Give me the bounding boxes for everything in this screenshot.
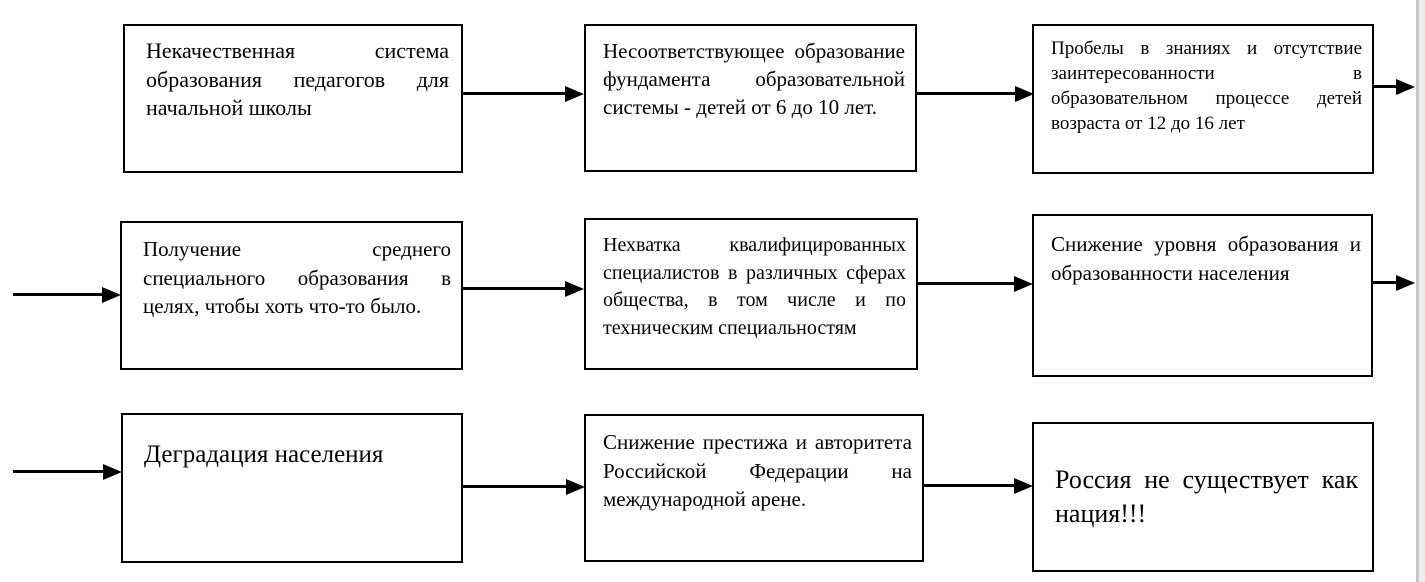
arrow-right-icon-r2c2-to-r2c3 (917, 276, 1033, 292)
box-text: Деградация населения (144, 441, 384, 468)
box-text: Нехватка квалифицированных специалистов … (603, 234, 906, 339)
box-text: Пробелы в знаниях и отсутствие заинтерес… (1051, 38, 1362, 135)
flowchart-box-r1c1: Некачественная система образования педаг… (123, 24, 463, 173)
flowchart-box-r2c2: Нехватка квалифицированных специалистов … (584, 218, 918, 370)
arrow-right-icon-r3c1-to-r3c2 (462, 479, 585, 495)
box-text: Получение среднего специального образова… (143, 237, 451, 319)
arrow-right-icon-r1c2-to-r1c3 (917, 86, 1034, 102)
box-text: Снижение престижа и авторитета Российско… (603, 430, 912, 512)
box-text: Несоответствующее образование фундамента… (603, 39, 905, 120)
flowchart-box-r3c1: Деградация населения (121, 413, 463, 563)
arrow-right-icon-edge-to-r3c1 (13, 464, 122, 480)
arrow-right-icon-r1c3-to-edge (1373, 79, 1415, 95)
arrow-right-icon-edge-to-r2c1 (13, 287, 121, 303)
arrow-right-icon-r2c3-to-edge (1372, 275, 1415, 291)
flowchart-box-r2c3: Снижение уровня образования и образованн… (1032, 214, 1373, 377)
flowchart-box-r2c1: Получение среднего специального образова… (120, 221, 463, 370)
flowchart-box-r3c2: Снижение престижа и авторитета Российско… (584, 414, 924, 562)
arrow-right-icon-r1c1-to-r1c2 (462, 86, 584, 102)
box-text: Россия не существует как нация!!! (1055, 464, 1358, 528)
box-text: Снижение уровня образования и образованн… (1051, 232, 1361, 285)
arrow-right-icon-r3c2-to-r3c3 (923, 478, 1033, 494)
page-margin-area (1419, 0, 1425, 582)
box-text: Некачественная система образования педаг… (146, 38, 449, 121)
flowchart-box-r1c2: Несоответствующее образование фундамента… (584, 24, 917, 172)
flowchart-box-r1c3: Пробелы в знаниях и отсутствие заинтерес… (1032, 24, 1374, 174)
arrow-right-icon-r2c1-to-r2c2 (462, 281, 584, 297)
flowchart-box-r3c3: Россия не существует как нация!!! (1032, 422, 1374, 572)
page-boundary-line (1416, 0, 1419, 582)
